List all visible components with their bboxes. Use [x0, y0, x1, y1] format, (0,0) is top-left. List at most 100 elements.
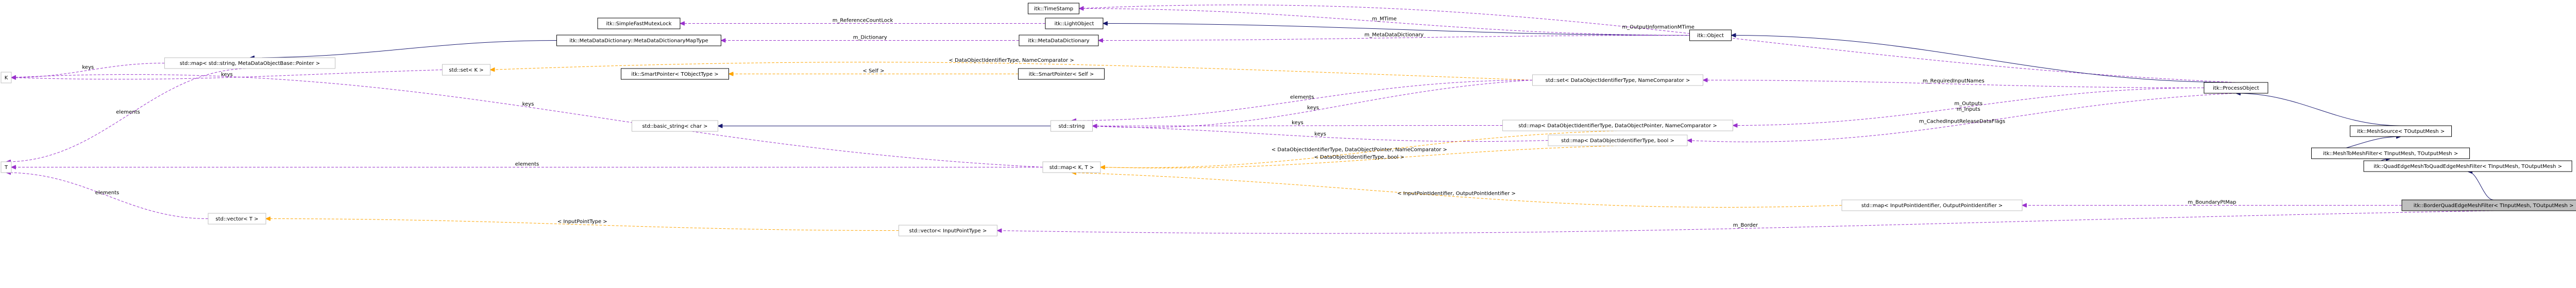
label-keys-set-k: keys: [221, 72, 233, 77]
node-stdset-k[interactable]: std::set< K >: [442, 64, 490, 76]
node-smartpointer-self[interactable]: itk::SmartPointer< Self >: [1018, 68, 1105, 80]
edge-mddmap-stdmap: [250, 40, 557, 58]
label-elements-vector: elements: [95, 190, 119, 196]
edge-labels-layer: m_OutputInformationMTime m_MTime m_Refer…: [82, 16, 2236, 229]
svg-text:std::map< DataObjectIdentifier: std::map< DataObjectIdentifierType, Data…: [1518, 123, 1717, 129]
node-meshtomeshfilter[interactable]: itk::MeshToMeshFilter< TInputMesh, TOutp…: [2311, 147, 2470, 159]
svg-text:std::basic_string< char >: std::basic_string< char >: [642, 124, 707, 129]
label-elements-t-lower: elements: [515, 162, 539, 167]
edge-outputs-inputs: [1733, 88, 2205, 126]
label-boundaryptmap: m_BoundaryPtMap: [2188, 200, 2236, 206]
label-outputinformationmtime: m_OutputInformationMTime: [1622, 24, 1694, 30]
node-quadedgemeshtoquadedgemeshfilter[interactable]: itk::QuadEdgeMeshToQuadEdgeMeshFilter< T…: [2363, 160, 2572, 172]
edge-map-keys-k: [11, 63, 165, 78]
svg-text:itk::LightObject: itk::LightObject: [1055, 21, 1094, 27]
label-cachedinputreleasedataflags: m_CachedInputReleaseDataFlags: [1919, 119, 2005, 125]
label-bool-template: < DataObjectIdentifierType, bool >: [1314, 155, 1404, 160]
svg-text:std::vector< InputPointType >: std::vector< InputPointType >: [909, 228, 987, 234]
edge-border-quadedge: [2468, 172, 2494, 200]
svg-text:std::set< DataObjectIdentifier: std::set< DataObjectIdentifierType, Name…: [1546, 78, 1690, 83]
node-metadatadictionary[interactable]: itk::MetaDataDictionary: [1019, 35, 1099, 46]
edges-layer: [6, 5, 2494, 234]
svg-text:itk::MetaDataDictionary: itk::MetaDataDictionary: [1028, 38, 1089, 44]
label-nc-pointer-template: < DataObjectIdentifierType, DataObjectPo…: [1272, 147, 1447, 153]
svg-text:itk::SmartPointer< TObjectType: itk::SmartPointer< TObjectType >: [631, 72, 718, 77]
label-inputpointtype-template: < InputPointType >: [557, 219, 607, 225]
edge-meshsource-processobject: [2236, 93, 2401, 126]
edge-outputinformationmtime: [1079, 5, 2236, 83]
label-dictionary: m_Dictionary: [853, 35, 887, 41]
svg-text:std::map< InputPointIdentifier: std::map< InputPointIdentifier, OutputPo…: [1861, 203, 2003, 209]
edge-processobject-object: [1732, 36, 2236, 83]
node-stdmap-string-pointer[interactable]: std::map< std::string, MetaDataObjectBas…: [164, 57, 335, 69]
edge-vector-elements-t: [6, 173, 209, 219]
node-stdmap-kt[interactable]: std::map< K, T >: [1042, 161, 1101, 173]
svg-text:itk::SmartPointer< Self >: itk::SmartPointer< Self >: [1029, 72, 1094, 77]
edge-cachedflags: [1687, 93, 2236, 142]
label-keys-map-string-2: keys: [1314, 131, 1326, 137]
svg-text:std::set< K >: std::set< K >: [449, 67, 483, 73]
edge-map-elements-t: [6, 68, 250, 162]
node-borderquadedgemeshfilter[interactable]: itk::BorderQuadEdgeMeshFilter< TInputMes…: [2401, 199, 2576, 211]
edge-set-keys-k: [11, 70, 443, 79]
node-stdvector-t[interactable]: std::vector< T >: [208, 213, 266, 225]
label-elements-t: elements: [116, 109, 140, 115]
edge-mtime: [1079, 9, 1690, 36]
node-meshsource[interactable]: itk::MeshSource< TOutputMesh >: [2350, 125, 2452, 137]
label-inputpointid-template: < InputPointIdentifier, OutputPointIdent…: [1397, 191, 1516, 197]
svg-text:itk::BorderQuadEdgeMeshFilter<: itk::BorderQuadEdgeMeshFilter< TInputMes…: [2414, 203, 2574, 209]
svg-text:std::map< K, T >: std::map< K, T >: [1049, 165, 1094, 171]
node-smartpointer-tobjecttype[interactable]: itk::SmartPointer< TObjectType >: [621, 68, 729, 80]
edge-vector-template: [266, 219, 899, 231]
svg-text:std::map< std::string, MetaDat: std::map< std::string, MetaDataObjectBas…: [180, 61, 320, 66]
label-nc-template: < DataObjectIdentifierType, NameComparat…: [949, 58, 1074, 63]
edge-set-keys-string: [1093, 80, 1533, 128]
node-processobject[interactable]: itk::ProcessObject: [2204, 82, 2268, 94]
node-simplefastmutexlock[interactable]: itk::SimpleFastMutexLock: [597, 18, 681, 29]
node-stdmap-inputpoint[interactable]: std::map< InputPointIdentifier, OutputPo…: [1841, 199, 2023, 211]
label-metadatadictionary: m_MetaDataDictionary: [1364, 32, 1423, 38]
edge-mapkt-template-inputpoint: [1072, 173, 1842, 208]
label-border: m_Border: [1733, 223, 1758, 228]
svg-text:std::vector< T >: std::vector< T >: [215, 216, 258, 222]
label-self-template: < Self >: [863, 69, 885, 74]
edge-border: [997, 210, 2494, 234]
node-stdmap-dataobject-pointer[interactable]: std::map< DataObjectIdentifierType, Data…: [1502, 120, 1733, 131]
node-stdvector-inputpoint[interactable]: std::vector< InputPointType >: [899, 225, 997, 236]
svg-text:T: T: [4, 165, 8, 171]
node-t[interactable]: T: [1, 161, 12, 173]
node-timestamp[interactable]: itk::TimeStamp: [1028, 3, 1079, 14]
node-k[interactable]: K: [1, 72, 12, 83]
node-lightobject[interactable]: itk::LightObject: [1045, 18, 1104, 29]
node-stdstring[interactable]: std::string: [1050, 120, 1093, 132]
svg-text:itk::QuadEdgeMeshToQuadEdgeMes: itk::QuadEdgeMeshToQuadEdgeMeshFilter< T…: [2374, 164, 2562, 170]
label-mtime: m_MTime: [1372, 16, 1397, 22]
node-mddmap[interactable]: itk::MetaDataDictionary::MetaDataDiction…: [556, 35, 721, 46]
label-keys-map-k: keys: [82, 65, 94, 71]
svg-text:itk::MetaDataDictionary::MetaD: itk::MetaDataDictionary::MetaDataDiction…: [569, 38, 708, 44]
label-keys-map-string-1: keys: [1292, 120, 1303, 126]
label-requiredinputnames: m_RequiredInputNames: [1923, 78, 1985, 84]
nodes-layer: itk::TimeStamp itk::LightObject itk::Sim…: [1, 3, 2576, 236]
node-object[interactable]: itk::Object: [1689, 29, 1732, 41]
edge-object-lightobject: [1103, 24, 1690, 36]
svg-text:std::string: std::string: [1059, 124, 1085, 129]
edge-mapkt-template-pointer: [1100, 130, 1618, 167]
node-stdmap-dataobject-bool[interactable]: std::map< DataObjectIdentifierType, bool…: [1548, 134, 1688, 146]
label-referencecountlock: m_ReferenceCountLock: [833, 18, 893, 24]
edge-metadatadictionary-usage: [1098, 35, 1690, 41]
svg-text:itk::SimpleFastMutexLock: itk::SimpleFastMutexLock: [606, 21, 671, 27]
node-stdset-dataobject[interactable]: std::set< DataObjectIdentifierType, Name…: [1532, 74, 1703, 86]
edge-set-elements-string: [1072, 80, 1533, 121]
label-elements-string: elements: [1290, 95, 1314, 100]
svg-text:itk::MeshToMeshFilter< TInputM: itk::MeshToMeshFilter< TInputMesh, TOutp…: [2323, 151, 2458, 157]
svg-text:itk::MeshSource< TOutputMesh >: itk::MeshSource< TOutputMesh >: [2357, 129, 2445, 134]
svg-text:itk::Object: itk::Object: [1697, 33, 1724, 39]
edge-set-template: [490, 62, 1533, 80]
svg-text:std::map< DataObjectIdentifier: std::map< DataObjectIdentifierType, bool…: [1561, 138, 1674, 144]
edge-mapkt-template-bool: [1100, 145, 1618, 168]
node-basic-string[interactable]: std::basic_string< char >: [632, 120, 718, 132]
svg-text:itk::ProcessObject: itk::ProcessObject: [2213, 86, 2259, 91]
edge-mapbool-keys-string: [1093, 126, 1549, 142]
